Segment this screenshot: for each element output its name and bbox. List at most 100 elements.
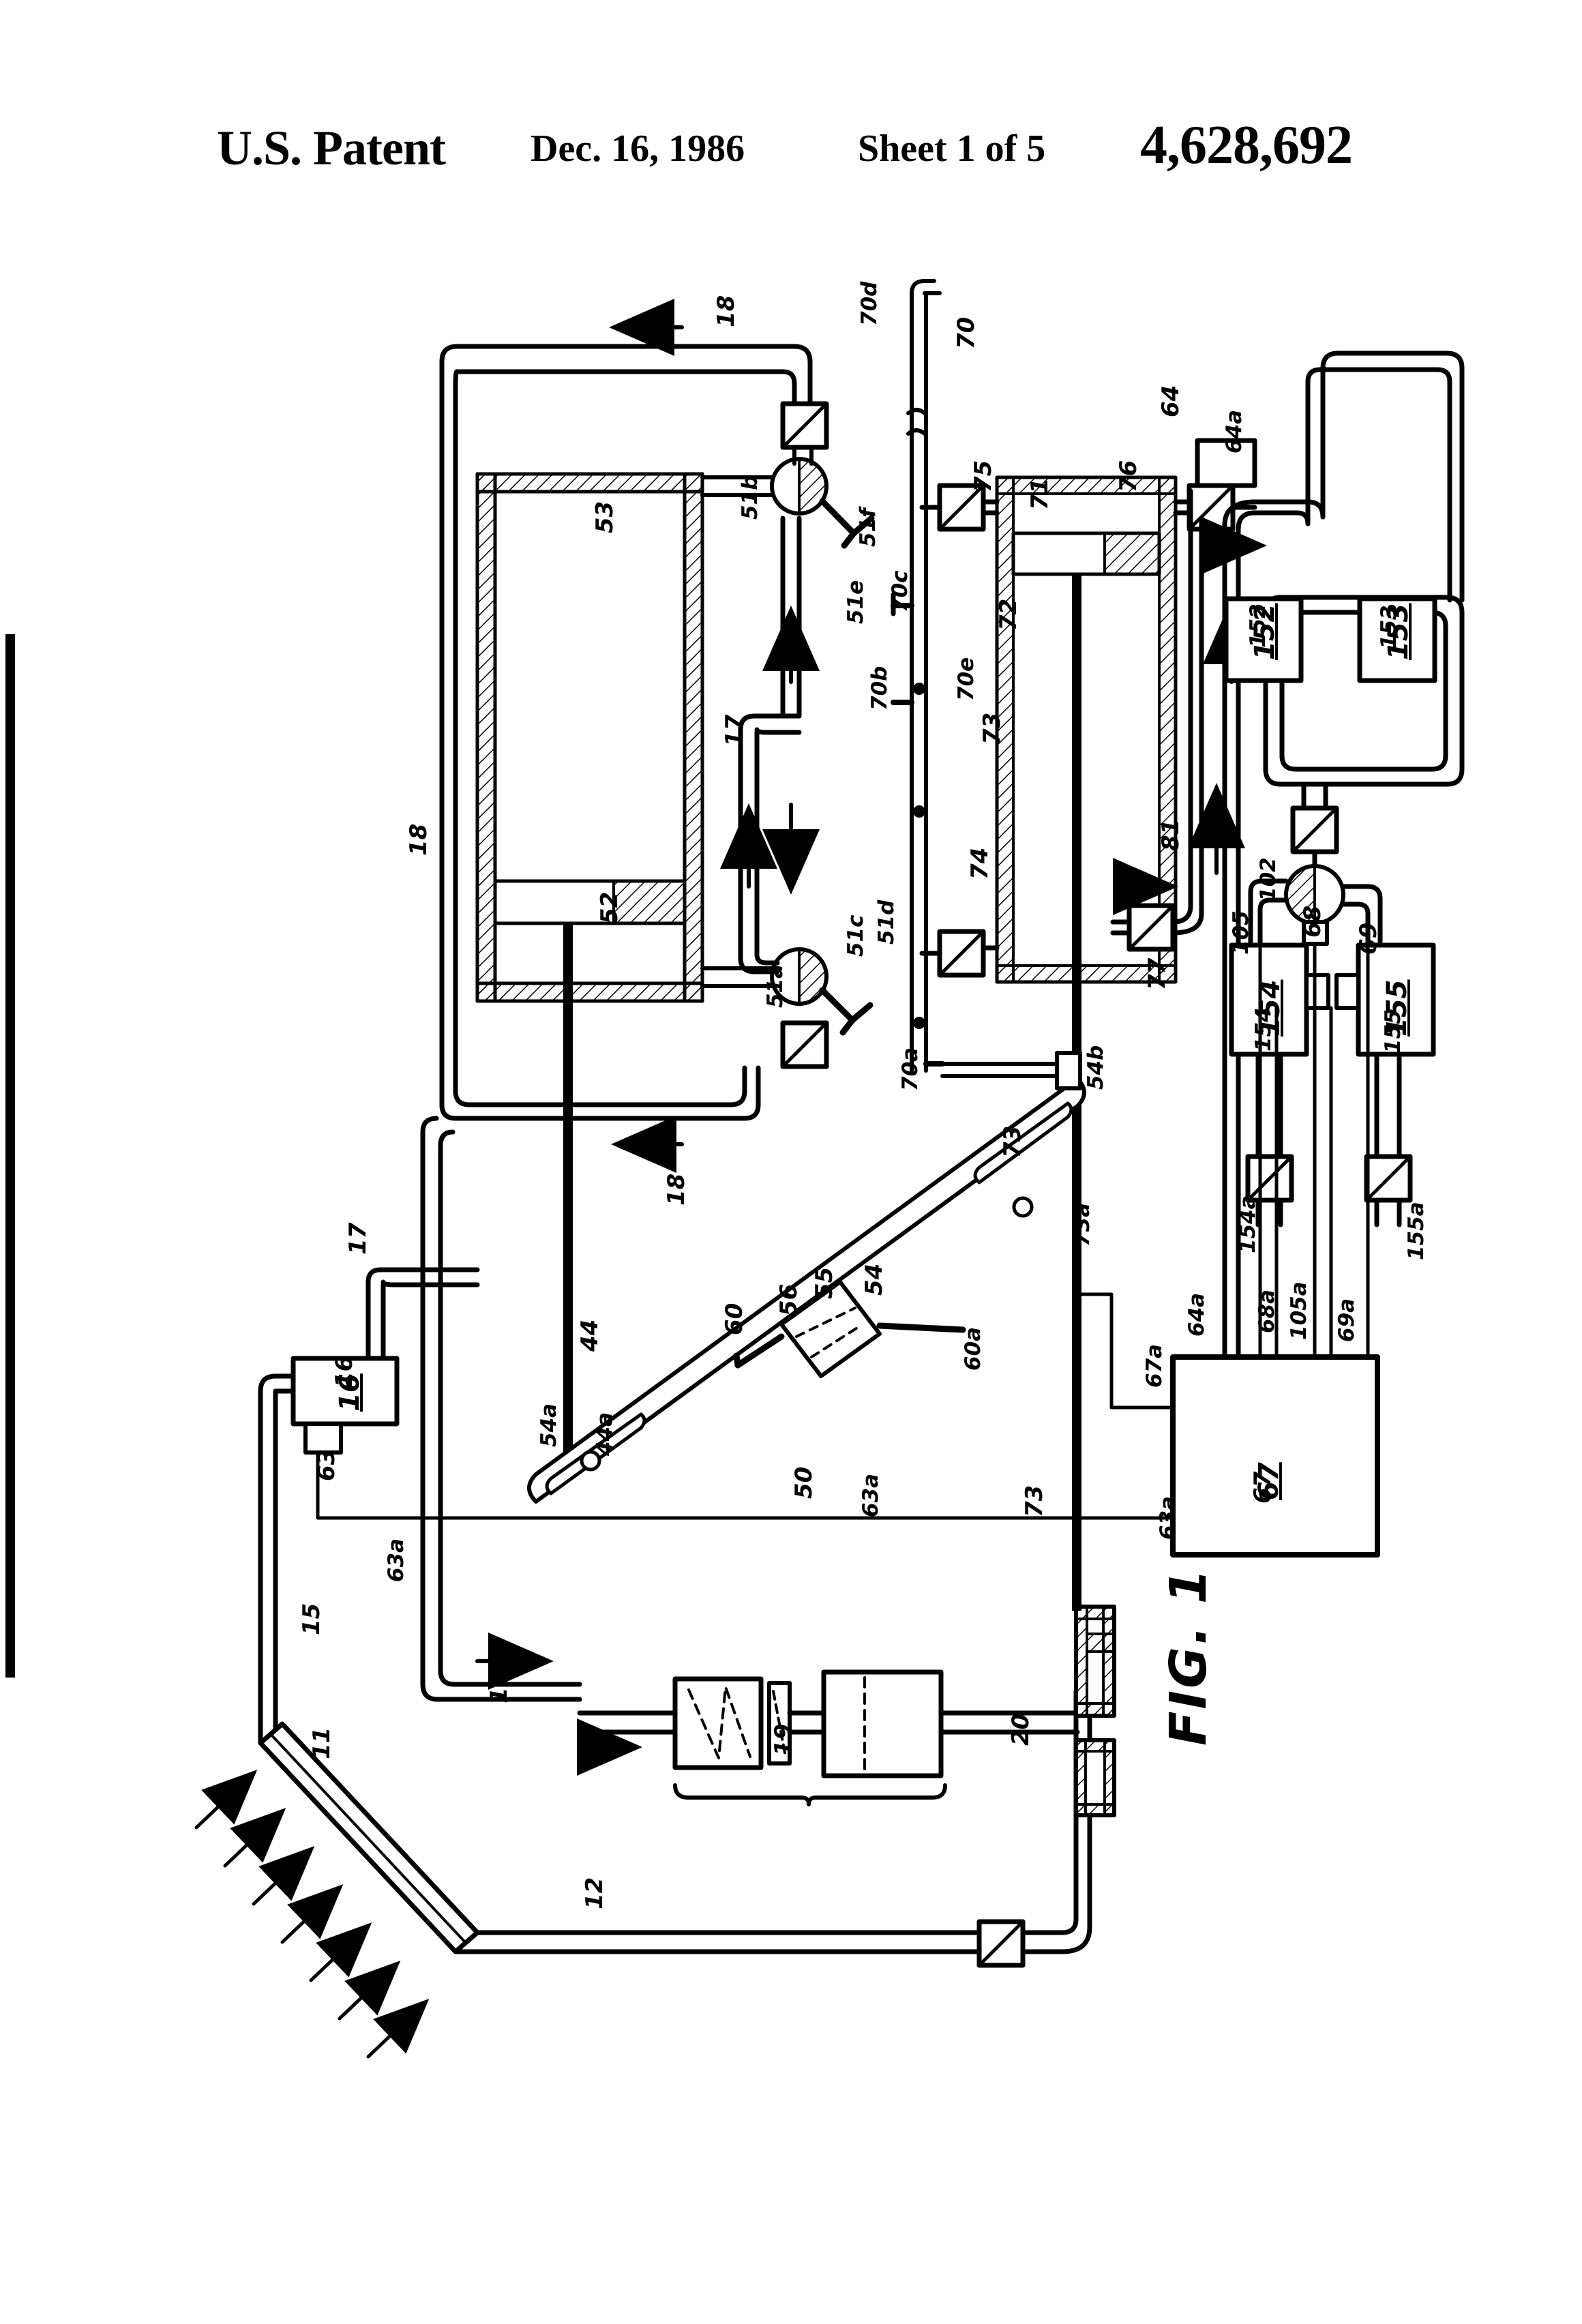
check-valve-74[interactable] [919, 929, 1000, 978]
check-valve-75[interactable] [919, 483, 1000, 532]
check-valve-77[interactable] [1110, 858, 1178, 952]
component-label-155: 155 [1382, 979, 1413, 1037]
reference-numeral-51d: 51d [874, 899, 899, 944]
reference-numeral-64a2: 64a [1184, 1292, 1209, 1337]
solar-collector-11 [258, 1721, 480, 1954]
reference-numeral-11: 11 [308, 1727, 335, 1759]
piston-52 [493, 879, 687, 1462]
reference-numeral-71: 71 [1026, 477, 1054, 510]
component-64[interactable] [1195, 438, 1257, 488]
sheet-indicator: Sheet 1 of 5 [858, 128, 1046, 170]
component-box-154[interactable] [1229, 942, 1330, 1057]
reference-numeral-12: 12 [581, 1877, 608, 1909]
reference-numeral-17a: 17 [344, 1222, 372, 1255]
reference-numeral-50: 50 [790, 1466, 818, 1499]
reference-numeral-54a: 54a [537, 1403, 561, 1447]
control-lines-68a-105a-69a [1258, 942, 1370, 1359]
check-valve-above-102[interactable] [1290, 781, 1339, 854]
reference-numeral-56: 56 [775, 1283, 803, 1316]
line-18-branch-bottom [420, 1116, 582, 1702]
reference-numeral-44a: 44a [593, 1412, 617, 1456]
reference-numeral-70c: 70c [888, 570, 912, 612]
line-15 [258, 1373, 296, 1746]
reference-numeral-19: 19 [770, 1723, 797, 1756]
component-box-67[interactable] [1170, 1354, 1380, 1558]
component-box-155[interactable] [1334, 942, 1436, 1057]
reference-numeral-68a: 68a [1255, 1289, 1279, 1333]
port-line-53-to-51a [700, 966, 779, 988]
valve-102-ports [1248, 878, 1383, 948]
line-12 [453, 1930, 982, 1954]
reference-numeral-51f: 51f [856, 508, 880, 547]
reference-numeral-63a1: 63a [384, 1538, 408, 1582]
reference-numeral-18a: 18 [713, 295, 740, 327]
line-67a [1079, 1292, 1175, 1410]
pin-44a [580, 1450, 601, 1472]
reference-numeral-17b: 17 [721, 714, 748, 747]
component-box-16[interactable] [290, 1356, 400, 1455]
check-valve-154a[interactable] [1245, 1052, 1294, 1227]
patent-issue-date: Dec. 16, 1986 [531, 128, 745, 170]
reference-numeral-73c: 73 [1021, 1485, 1048, 1517]
reference-numeral-69: 69 [1355, 922, 1382, 955]
reference-numeral-70d: 70d [857, 281, 882, 326]
reference-numeral-155a: 155a [1404, 1202, 1429, 1260]
line-70a-to-rocker [940, 1051, 1082, 1090]
reference-numeral-51b: 51b [738, 475, 762, 520]
reference-numeral-73aa: 73a [1070, 1202, 1094, 1247]
component-box-152[interactable] [1223, 596, 1304, 683]
component-label-67: 67 [1253, 1462, 1285, 1500]
check-valve-12[interactable] [976, 1688, 1092, 1968]
reference-numeral-76: 76 [1115, 460, 1142, 492]
pivot-stub-56 [733, 1333, 785, 1369]
reference-numeral-51a: 51a [763, 964, 788, 1008]
rotary-valve-51a[interactable] [770, 947, 874, 1036]
reference-numeral-60: 60 [721, 1302, 748, 1335]
cylinder-53 [475, 472, 704, 1003]
component-label-154: 154 [1255, 979, 1286, 1037]
check-valve-lower-51[interactable] [780, 1020, 829, 1069]
reference-numeral-68: 68 [1299, 905, 1326, 938]
reference-numeral-81: 81 [1157, 818, 1184, 851]
solar-radiation-arrows [194, 1770, 430, 2059]
reference-numeral-18c: 18 [663, 1173, 690, 1206]
reference-numeral-51c: 51c [844, 914, 868, 957]
line-70-break-marks [906, 408, 927, 436]
reference-numeral-70: 70 [953, 316, 980, 349]
reference-numeral-20: 20 [1007, 1713, 1034, 1746]
loop-18-upper-line [439, 344, 813, 1121]
line-18-branch-lower [475, 1065, 761, 1121]
reference-numeral-70e: 70e [954, 657, 979, 701]
component-box-153[interactable] [1357, 596, 1437, 683]
reference-numeral-60a: 60a [961, 1326, 985, 1371]
reference-numeral-44: 44 [576, 1319, 603, 1352]
component-label-152: 152 [1249, 603, 1281, 661]
reference-numeral-69a: 69a [1334, 1298, 1359, 1342]
reference-numeral-63a3: 63a [1156, 1495, 1180, 1540]
pivot-block-55 [779, 1280, 882, 1378]
scan-edge-artifact [5, 634, 15, 1678]
flow-arrows-17 [720, 606, 820, 895]
reference-numeral-53: 53 [591, 501, 618, 533]
rotary-valve-51b[interactable] [770, 457, 875, 549]
reference-numeral-64a1: 64a [1222, 409, 1247, 453]
reference-numeral-72: 72 [995, 598, 1022, 631]
line-17 [738, 516, 802, 974]
line-70-manifold [891, 279, 945, 1073]
component-20 [1072, 1270, 1116, 1817]
line-64a [1222, 499, 1257, 1360]
link-60a [876, 1322, 966, 1333]
rotary-valve-102[interactable] [1284, 849, 1345, 946]
component-label-16: 16 [334, 1373, 365, 1412]
line-70-junction-dots [913, 683, 925, 1029]
patent-office-label: U.S. Patent [217, 121, 446, 175]
pin-73a [1012, 1196, 1034, 1218]
reference-numeral-63a2: 63a [859, 1473, 883, 1517]
reference-numeral-15: 15 [298, 1603, 325, 1635]
check-valve-upper-51[interactable] [780, 401, 829, 466]
reference-numeral-51e: 51e [844, 580, 868, 624]
check-valve-155a[interactable] [1364, 1052, 1413, 1227]
reference-numeral-18b: 18 [405, 823, 432, 856]
